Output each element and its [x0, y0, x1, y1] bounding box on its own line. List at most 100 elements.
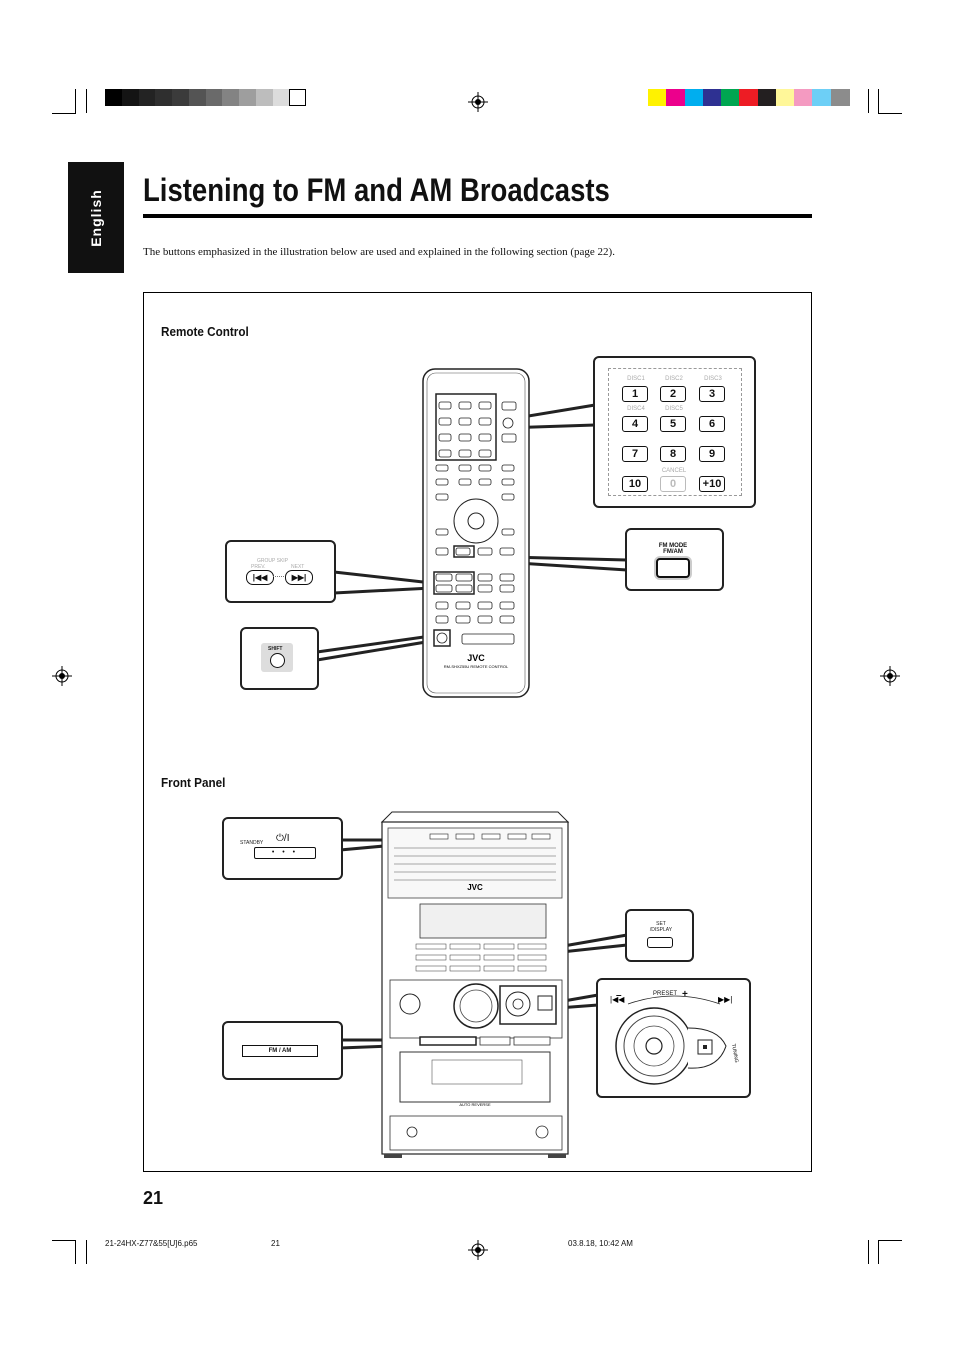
crop-mark: [878, 89, 879, 113]
svg-text:JVC: JVC: [467, 653, 485, 663]
disc5-label: DISC5: [665, 406, 683, 412]
gray-swatch: [289, 89, 307, 106]
title-rule: [143, 214, 812, 218]
process-color-bar: [648, 89, 850, 106]
preset-label: PRESET: [653, 991, 678, 997]
key-9[interactable]: 9: [699, 446, 725, 462]
cancel-label: CANCEL: [661, 468, 687, 474]
front-panel-heading: Front Panel: [161, 775, 226, 790]
shift-callout: SHIFT: [240, 627, 319, 690]
svg-text:▶▶|: ▶▶|: [718, 995, 732, 1004]
grayscale-color-bar: [105, 89, 307, 106]
key-0[interactable]: 0: [660, 476, 686, 492]
gray-swatch: [205, 89, 223, 106]
remote-control-heading: Remote Control: [161, 324, 249, 339]
crop-mark: [868, 89, 869, 113]
key-1[interactable]: 1: [622, 386, 648, 402]
color-swatch: [775, 89, 795, 106]
registration-mark-icon: [468, 92, 488, 112]
crop-mark: [52, 1240, 76, 1241]
gray-swatch: [172, 89, 189, 106]
next-label: NEXT: [291, 564, 305, 570]
figure-frame: [143, 292, 812, 1172]
gray-swatch: [255, 89, 273, 106]
svg-text:RM-SHXZ55U REMOTE CONTROL: RM-SHXZ55U REMOTE CONTROL: [444, 664, 509, 669]
registration-mark-icon: [880, 666, 900, 686]
fm-mode-callout: FM MODE FM/AM: [625, 528, 724, 591]
color-swatch: [794, 89, 814, 106]
color-swatch: [812, 89, 832, 106]
preset-plus-label: +: [682, 989, 688, 1000]
crop-mark: [86, 89, 87, 113]
fm-mode-button[interactable]: [656, 558, 690, 578]
color-swatch: [757, 89, 777, 106]
crop-mark: [878, 1240, 879, 1264]
shift-button[interactable]: [270, 653, 285, 668]
preset-minus-label: –: [616, 990, 622, 1001]
dotted-connector: [273, 576, 284, 577]
set-display-button[interactable]: [647, 937, 673, 948]
key-7[interactable]: 7: [622, 446, 648, 462]
group-skip-label: GROUP SKIP: [257, 558, 289, 564]
set-display-callout: SET /DISPLAY: [625, 909, 694, 962]
standby-button[interactable]: • • •: [254, 847, 316, 859]
disc4-label: DISC4: [627, 406, 645, 412]
crop-mark: [86, 1240, 87, 1264]
intro-text: The buttons emphasized in the illustrati…: [143, 246, 615, 258]
gray-swatch: [272, 89, 290, 106]
svg-text:AUTO REVERSE: AUTO REVERSE: [459, 1102, 491, 1107]
footer-date: 03.8.18, 10:42 AM: [568, 1239, 633, 1248]
key-3[interactable]: 3: [699, 386, 725, 402]
svg-text:JVC: JVC: [467, 883, 483, 892]
color-swatch: [739, 89, 759, 106]
footer-page: 21: [271, 1239, 280, 1248]
fm-am-callout: FM / AM: [222, 1021, 343, 1080]
gray-swatch: [239, 89, 256, 106]
color-swatch: [830, 89, 850, 106]
shift-label: SHIFT: [268, 646, 283, 652]
prev-skip-button[interactable]: |◀◀: [246, 570, 274, 585]
key-8[interactable]: 8: [660, 446, 686, 462]
key-4[interactable]: 4: [622, 416, 648, 432]
keypad-dashed-frame: [608, 368, 742, 496]
skip-forward-icon: ▶▶|: [291, 573, 307, 582]
crop-mark: [75, 89, 76, 113]
crop-mark: [878, 113, 902, 114]
standby-label: STANDBY: [240, 840, 264, 846]
preset-dial-illustration: |◀◀ ▶▶| TUNING: [610, 995, 739, 1085]
svg-text:|◀◀: |◀◀: [610, 995, 625, 1004]
preset-tuning-callout: |◀◀ ▶▶| TUNING – PRESET +: [596, 978, 751, 1098]
set-display-label: SET /DISPLAY: [649, 921, 673, 933]
footer-filename: 21-24HX-Z77&55[U]6.p65: [105, 1239, 198, 1248]
disc1-label: DISC1: [627, 376, 645, 382]
fm-am-button[interactable]: FM / AM: [242, 1045, 318, 1057]
next-skip-button[interactable]: ▶▶|: [285, 570, 313, 585]
gray-swatch: [188, 89, 206, 106]
remote-control-illustration: JVC RM-SHXZ55U REMOTE CONTROL: [422, 368, 530, 698]
page-number: 21: [143, 1188, 164, 1208]
registration-mark-icon: [52, 666, 72, 686]
color-swatch: [648, 89, 667, 106]
key-5[interactable]: 5: [660, 416, 686, 432]
key-plus10[interactable]: +10: [699, 476, 725, 492]
front-panel-illustration: JVC AUTO REVERSE: [380, 811, 570, 1158]
crop-mark: [52, 113, 76, 114]
color-swatch: [684, 89, 704, 106]
color-swatch: [666, 89, 686, 106]
fm-mode-label: FM MODE FM/AM: [658, 543, 688, 555]
svg-text:TUNING: TUNING: [730, 1043, 739, 1063]
gray-swatch: [222, 89, 240, 106]
skip-back-icon: |◀◀: [252, 573, 268, 582]
key-2[interactable]: 2: [660, 386, 686, 402]
language-tab: English: [68, 162, 124, 273]
key-10[interactable]: 10: [622, 476, 648, 492]
disc3-label: DISC3: [704, 376, 722, 382]
standby-callout: STANDBY ⏻/I • • •: [222, 817, 343, 880]
page-title: Listening to FM and AM Broadcasts: [143, 172, 610, 208]
numeric-keypad-callout: DISC1 DISC2 DISC3 1 2 3 DISC4 DISC5 4 5 …: [593, 356, 756, 508]
power-icon: ⏻/I: [276, 833, 290, 844]
crop-mark: [868, 1240, 869, 1264]
prev-label: PREV.: [251, 564, 266, 570]
key-6[interactable]: 6: [699, 416, 725, 432]
registration-mark-icon: [468, 1240, 488, 1260]
